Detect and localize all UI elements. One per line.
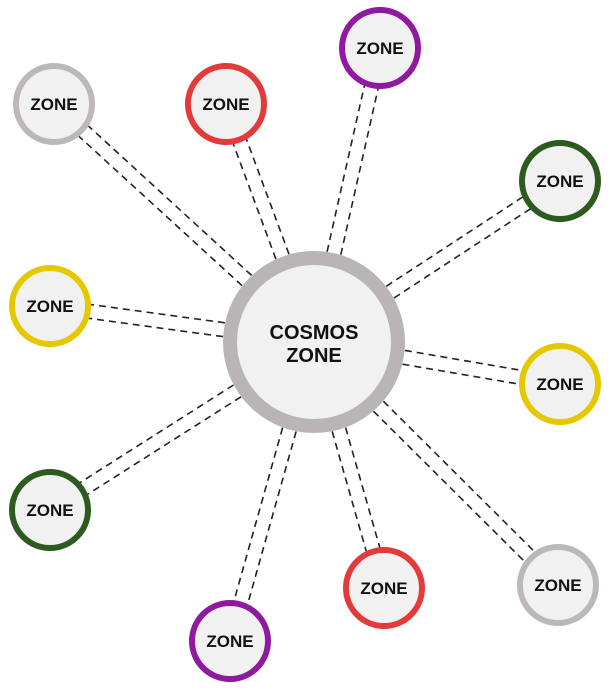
cosmos-hub-label-line1: COSMOS	[270, 322, 359, 344]
zone-2-label: ZONE	[202, 95, 249, 114]
zone-node-5: ZONE	[9, 265, 91, 347]
zone-node-8: ZONE	[517, 544, 599, 626]
zone-6-link-b	[402, 363, 520, 385]
zone-1-link-a	[326, 85, 366, 252]
zone-8-link-a	[382, 400, 536, 553]
zone-node-6: ZONE	[519, 343, 601, 425]
zone-2-link-a	[232, 143, 277, 260]
zone-node-9: ZONE	[343, 547, 425, 629]
zone-6-label: ZONE	[536, 375, 583, 394]
zone-7-circle	[9, 469, 91, 551]
zone-8-link-b	[372, 410, 526, 563]
zone-10-link-b	[233, 427, 284, 601]
zone-10-circle	[189, 600, 271, 682]
zone-6-circle	[519, 343, 601, 425]
zone-1-circle	[339, 7, 421, 89]
zone-3-link-a	[78, 135, 243, 287]
zone-7-label: ZONE	[26, 501, 73, 520]
zone-nodes: ZONE ZONE ZONE ZONE ZONE ZONE ZONE ZONE ZONE ZONE	[9, 7, 601, 682]
zone-node-1: ZONE	[339, 7, 421, 89]
zone-node-4: ZONE	[519, 140, 601, 222]
zone-6-link-a	[404, 349, 522, 372]
zone-9-link-b	[331, 431, 368, 552]
zone-4-label: ZONE	[536, 172, 583, 191]
cosmos-hub-node: COSMOS ZONE	[223, 251, 405, 433]
zone-1-label: ZONE	[356, 39, 403, 58]
zone-2-link-b	[245, 138, 290, 255]
zone-node-3: ZONE	[13, 63, 95, 145]
connection-links	[78, 85, 536, 605]
cosmos-hub-label-line2: ZONE	[286, 345, 342, 367]
zone-8-circle	[517, 544, 599, 626]
zone-9-link-a	[344, 427, 381, 548]
zone-node-7: ZONE	[9, 469, 91, 551]
zone-9-circle	[343, 547, 425, 629]
zone-node-10: ZONE	[189, 600, 271, 682]
zone-2-circle	[185, 63, 267, 145]
zone-4-link-b	[393, 208, 531, 299]
zone-node-2: ZONE	[185, 63, 267, 145]
zone-5-link-a	[88, 317, 224, 338]
zone-10-label: ZONE	[206, 632, 253, 651]
zone-7-link-b	[79, 384, 234, 484]
zone-5-circle	[9, 265, 91, 347]
zone-3-circle	[13, 63, 95, 145]
zone-4-link-a	[385, 196, 524, 287]
zone-3-link-b	[87, 125, 253, 276]
zone-8-label: ZONE	[534, 576, 581, 595]
zone-7-link-a	[87, 396, 242, 496]
zone-5-label: ZONE	[26, 297, 73, 316]
zone-1-link-b	[340, 88, 379, 255]
zone-5-link-b	[90, 303, 225, 324]
zone-3-label: ZONE	[30, 95, 77, 114]
zone-9-label: ZONE	[360, 579, 407, 598]
cosmos-hub-circle	[223, 251, 405, 433]
zone-10-link-a	[246, 431, 297, 605]
zone-4-circle	[519, 140, 601, 222]
